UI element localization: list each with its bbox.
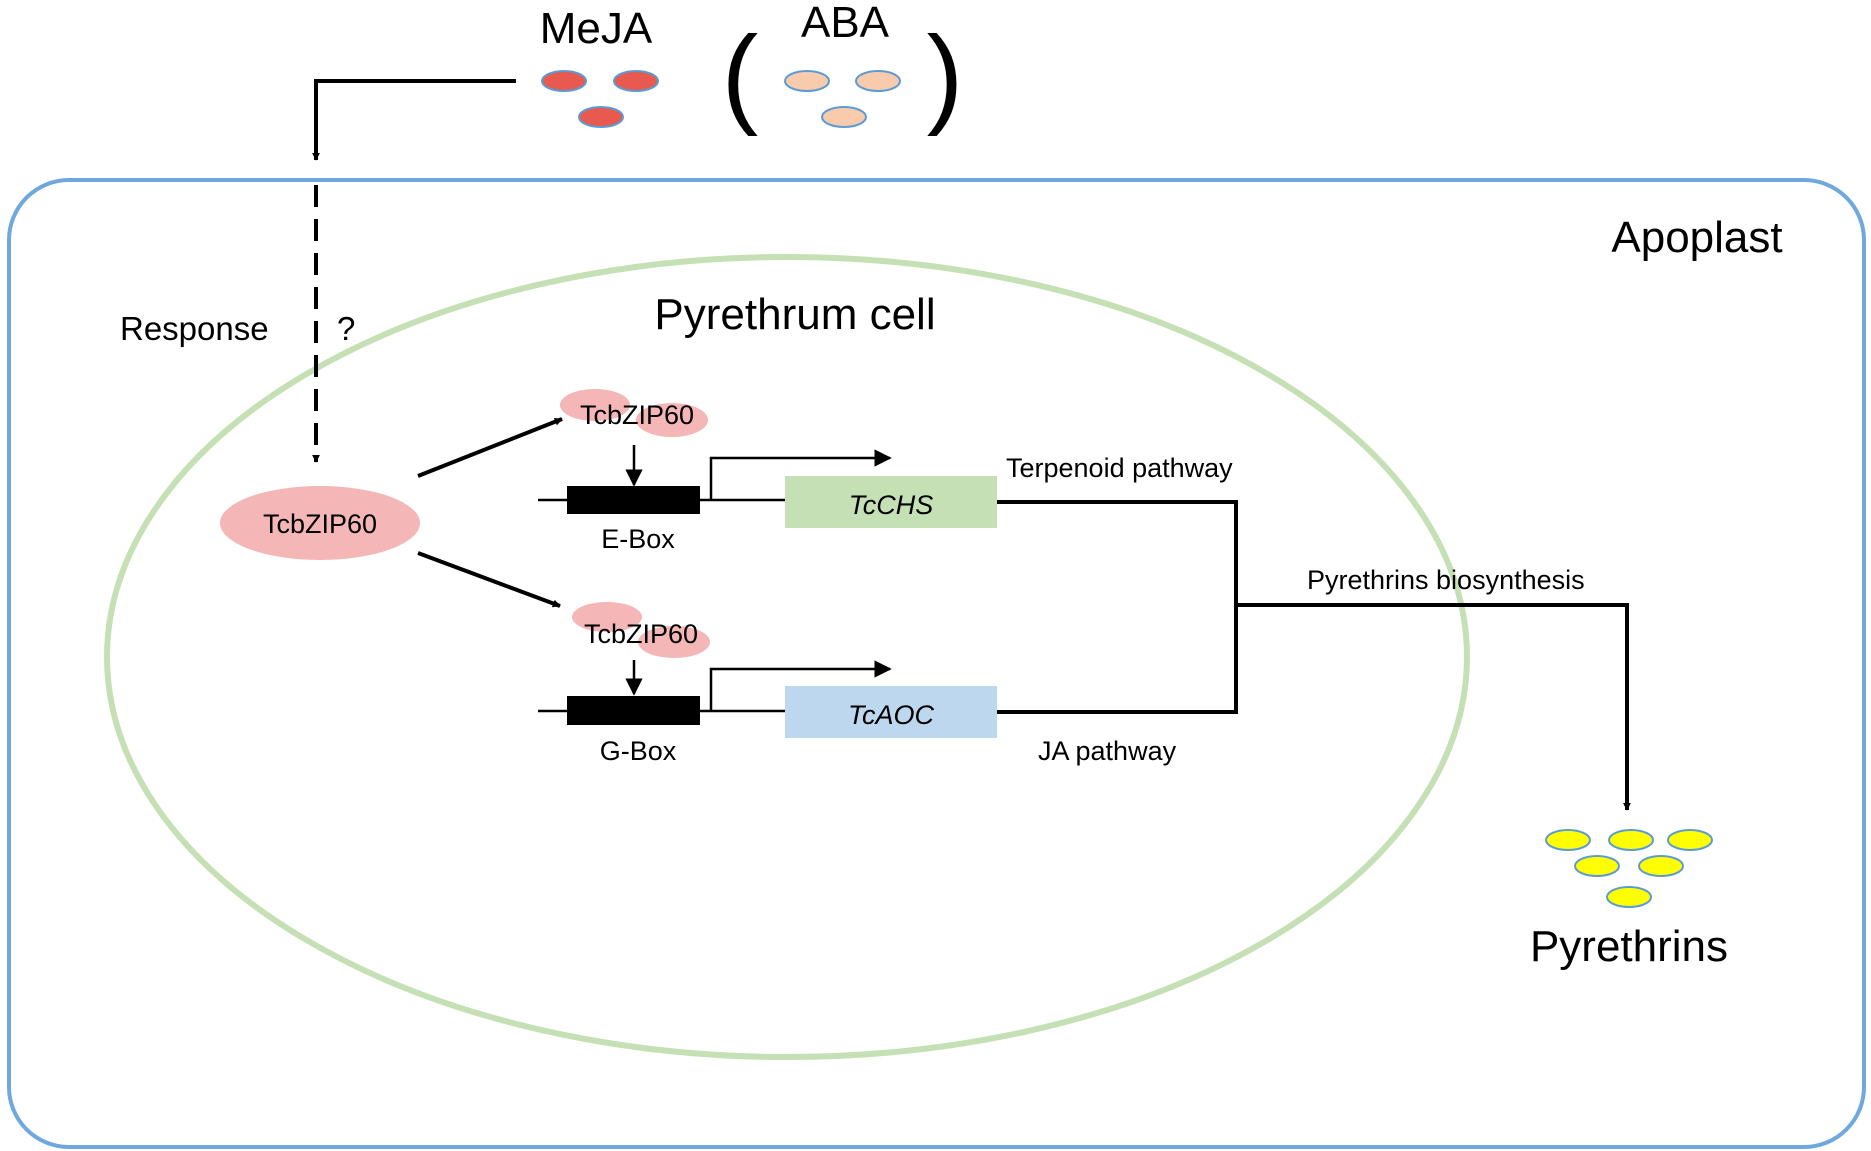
- apoplast-label: Apoplast: [1611, 213, 1782, 262]
- pyrethrin-molecule: [1638, 855, 1684, 877]
- paren-open: (: [722, 14, 759, 137]
- meja-molecule: [613, 70, 659, 92]
- question-mark: ?: [337, 310, 355, 347]
- pyrethrins-label: Pyrethrins: [1530, 922, 1728, 971]
- tf-arrow-lower: [417, 551, 561, 608]
- aba-label: ABA: [801, 0, 890, 47]
- gene-tcaoc-label: TcAOC: [848, 700, 935, 730]
- meja-label: MeJA: [540, 4, 653, 53]
- pyrethrin-molecule: [1667, 829, 1713, 851]
- pyrethrin-molecule: [1606, 886, 1652, 908]
- tf-tcbzip60-upper-label: TcbZIP60: [580, 400, 694, 430]
- ebox-label: E-Box: [601, 524, 675, 554]
- tf-tcbzip60-main: [220, 486, 420, 560]
- gene-tcchs-label: TcCHS: [849, 490, 934, 520]
- transcription-arrow-upper: [709, 449, 892, 500]
- cell-membrane: [104, 254, 1470, 1060]
- gene-tcchs: [785, 476, 997, 528]
- gbox-label: G-Box: [600, 736, 677, 766]
- ja-pathway-label: JA pathway: [1038, 736, 1177, 766]
- pyrethrin-molecule: [1608, 829, 1654, 851]
- signal-arrow: [312, 79, 516, 161]
- tf-tcbzip60-lower-bg: [572, 602, 642, 632]
- terpenoid-pathway-label: Terpenoid pathway: [1006, 453, 1233, 483]
- paren-close: ): [927, 14, 964, 137]
- tf-tcbzip60-upper-bg: [560, 389, 630, 421]
- tf-arrow-upper: [417, 417, 563, 478]
- gbox-element: [567, 696, 700, 725]
- pyrethrin-molecule: [1574, 855, 1620, 877]
- tf-tcbzip60-lower-label: TcbZIP60: [584, 619, 698, 649]
- tf-tcbzip60-lower-bg: [638, 626, 710, 658]
- biosynthesis-arrow: [1236, 603, 1631, 811]
- pathway-connector: [997, 500, 1238, 714]
- transcription-arrow-lower: [709, 660, 892, 711]
- meja-molecule: [578, 106, 624, 128]
- aba-molecule: [821, 106, 867, 128]
- apoplast-border: [7, 178, 1866, 1149]
- aba-molecule: [784, 70, 830, 92]
- aba-molecule: [855, 70, 901, 92]
- ebox-element: [567, 486, 700, 514]
- meja-molecule: [541, 70, 587, 92]
- biosynthesis-label: Pyrethrins biosynthesis: [1307, 565, 1585, 595]
- gene-tcaoc: [785, 686, 997, 738]
- tf-tcbzip60-upper-bg: [636, 403, 708, 437]
- response-label: Response: [120, 310, 269, 347]
- tf-tcbzip60-main-label: TcbZIP60: [263, 509, 377, 539]
- pyrethrin-molecule: [1545, 829, 1591, 851]
- cell-label: Pyrethrum cell: [654, 290, 935, 339]
